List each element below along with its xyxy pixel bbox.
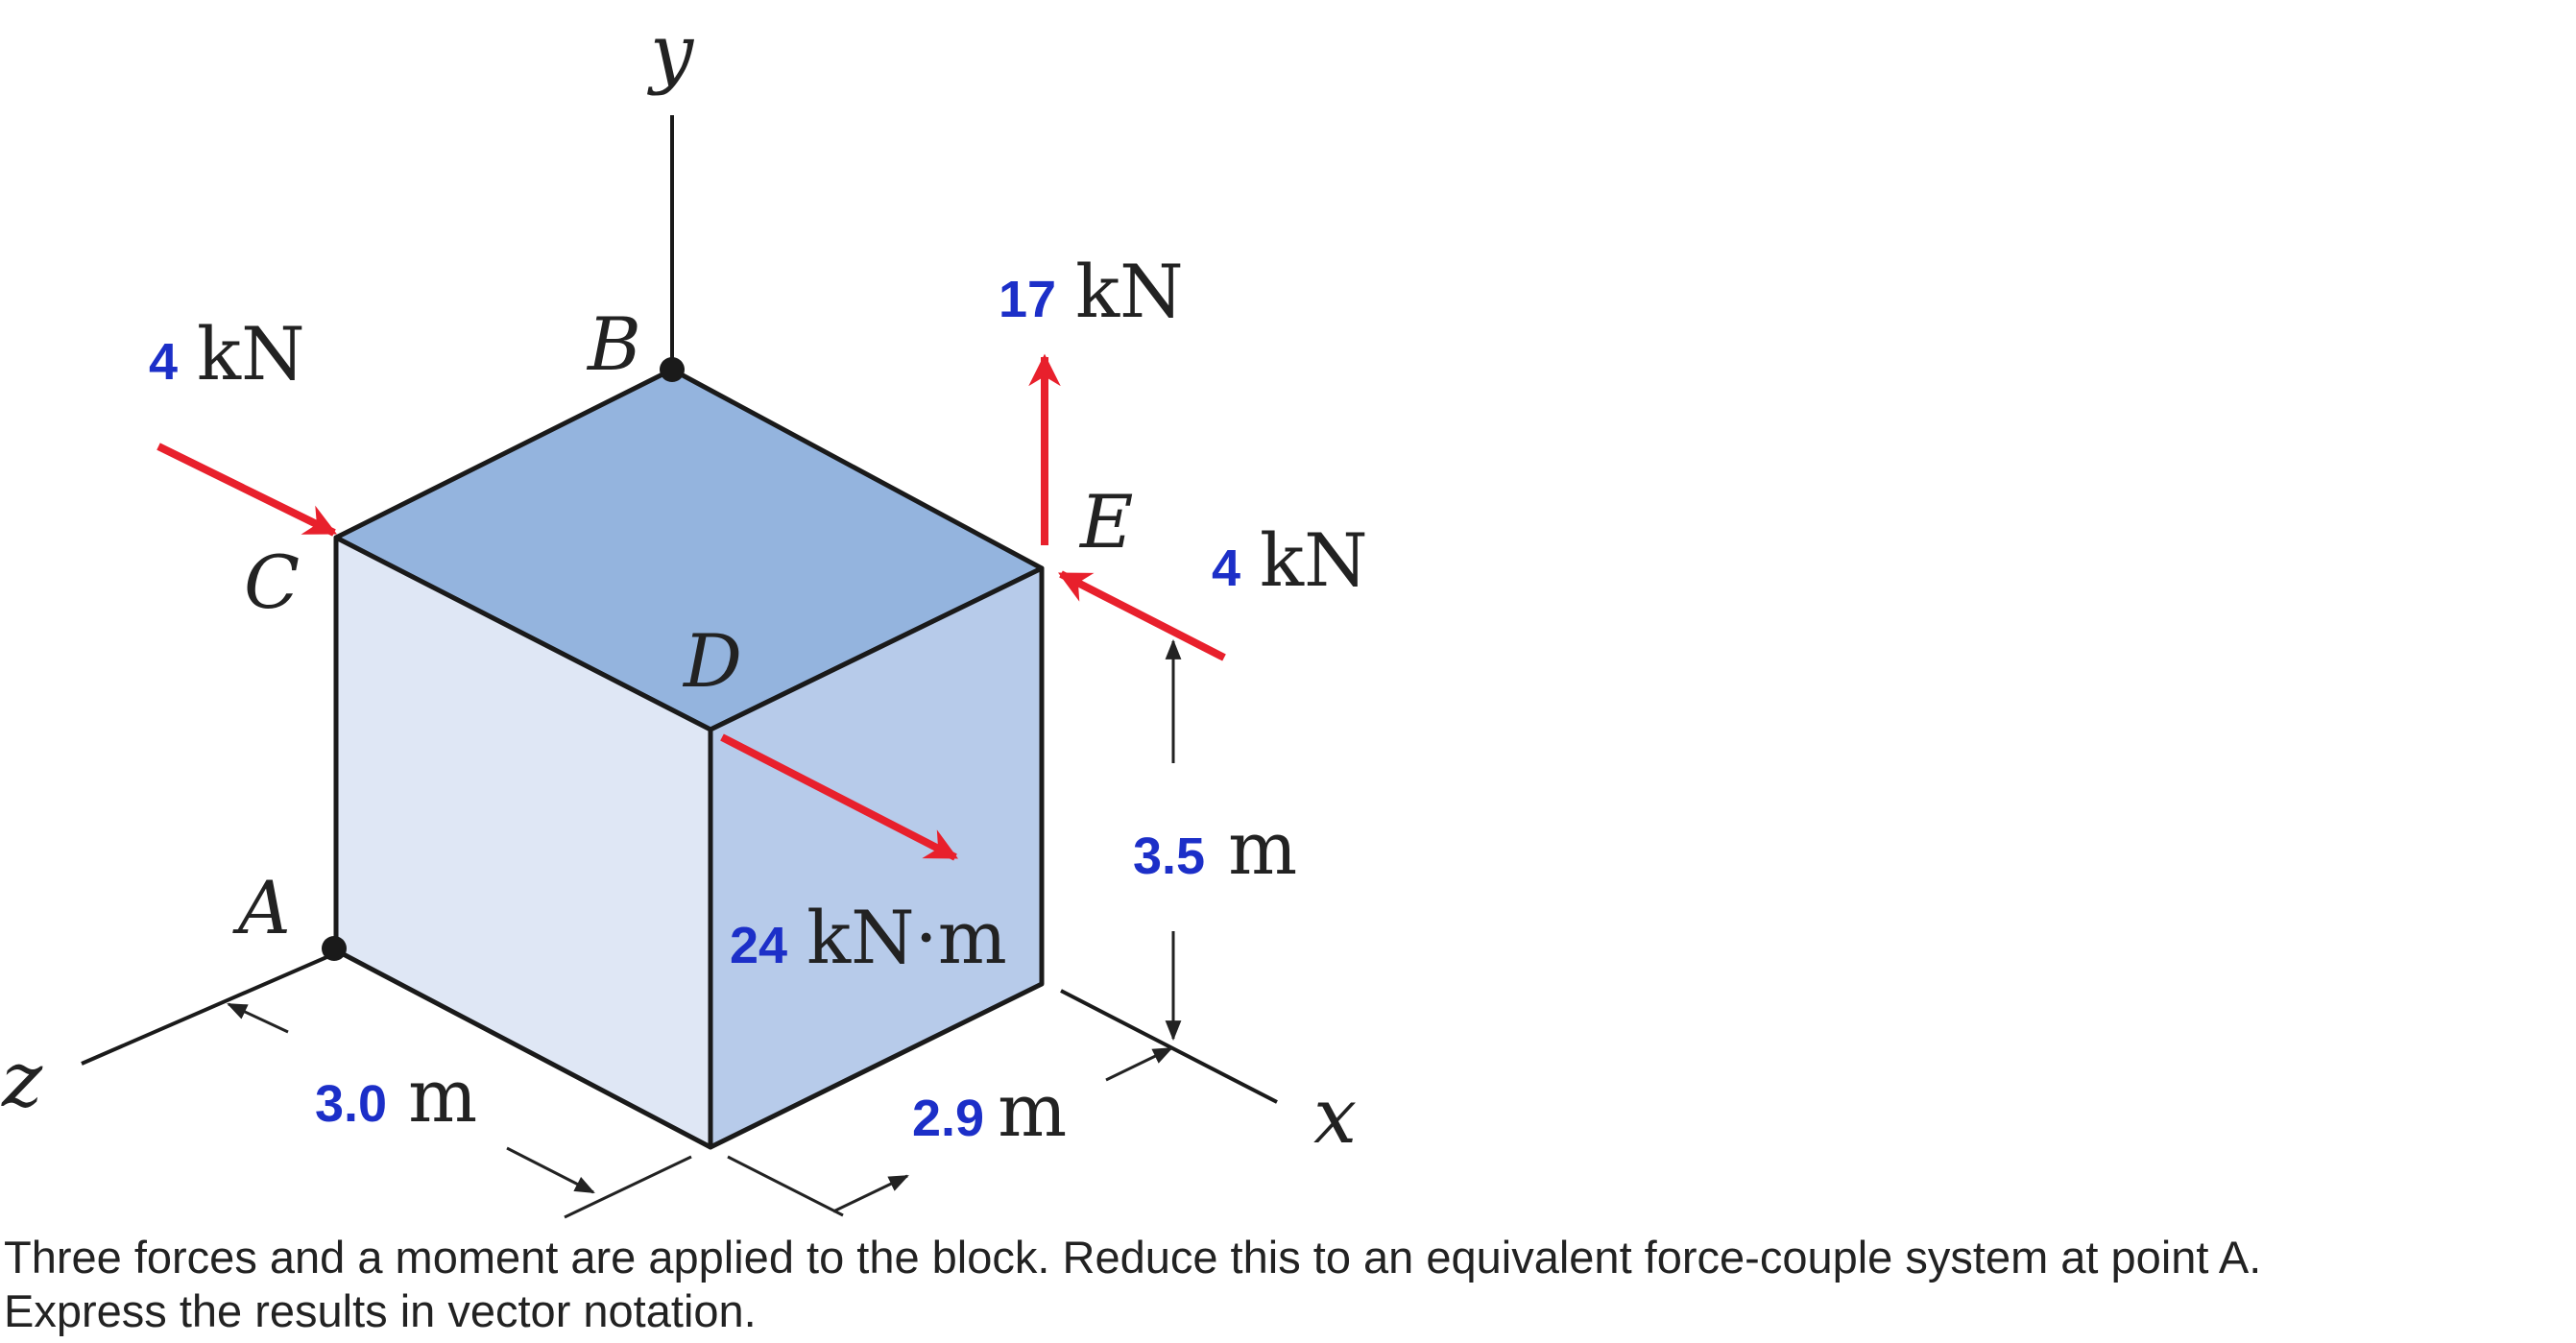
- point-b-label: B: [586, 301, 641, 387]
- problem-statement-line-1: Three forces and a moment are applied to…: [4, 1232, 2262, 1283]
- depth-dimension-right: [506, 1146, 595, 1194]
- width-dimension-right: [1105, 1046, 1173, 1082]
- x-axis: [1060, 989, 1278, 1104]
- z-axis: [81, 953, 332, 1066]
- moment-d-arrow: [720, 733, 958, 861]
- point-a-label: A: [232, 865, 291, 950]
- point-b-dot: [660, 357, 685, 382]
- width-extension-line: [727, 1155, 844, 1217]
- problem-statement: Three forces and a moment are applied to…: [4, 1231, 2567, 1338]
- point-d-label: D: [682, 618, 742, 704]
- force-c-arrow: [156, 443, 338, 537]
- point-a-dot: [322, 936, 347, 961]
- x-axis-label: x: [1313, 1071, 1357, 1161]
- y-axis-label: y: [647, 8, 695, 97]
- right-face: [708, 565, 1045, 1150]
- depth-dimension-left: [227, 1002, 289, 1034]
- width-dimension-left: [832, 1174, 909, 1213]
- problem-statement-line-2: Express the results in vector notation.: [4, 1285, 757, 1336]
- depth-extension-line: [564, 1155, 692, 1219]
- z-axis-label: z: [1, 1035, 43, 1124]
- point-e-label: E: [1078, 479, 1133, 564]
- point-c-label: C: [244, 540, 300, 625]
- force-e-diag-arrow: [1058, 570, 1226, 661]
